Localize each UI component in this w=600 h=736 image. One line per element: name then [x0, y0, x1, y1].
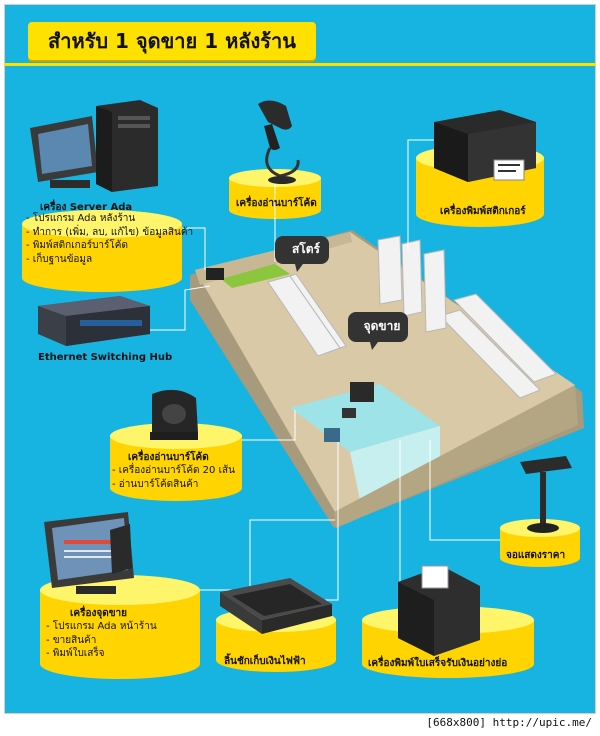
footer [0, 714, 600, 736]
omni-bullet-2: - อ่านบาร์โค้ดสินค้า [112, 478, 199, 490]
pos-bullet-1: - โปรแกรม Ada หน้าร้าน [46, 621, 157, 632]
server-pedestal-cap [22, 210, 182, 238]
omni-bullet-1: - เครื่องอ่านบาร์โค้ด 20 เส้น [112, 465, 235, 476]
pos-terminal-icon [44, 512, 134, 594]
label-printer-icon [434, 110, 536, 182]
display-pedestal [500, 528, 580, 567]
pos-terminal-label: เครื่องจุดขาย [70, 608, 128, 619]
receipt-printer-label: เครื่องพิมพ์ใบเสร็จรับเงินอย่างย่อ [368, 658, 508, 669]
omni-scanner-icon [150, 389, 198, 440]
omni-reader-bullets: - เครื่องอ่านบาร์โค้ด 20 เส้น - อ่านบาร์… [112, 464, 235, 491]
server-bullet-1: - โปรแกรม Ada หลังร้าน [26, 213, 136, 224]
handheld-scanner-icon [258, 100, 300, 184]
title-banner [28, 22, 316, 60]
title-underline [4, 63, 596, 66]
pole-display-icon [520, 456, 572, 533]
omni-pedestal [110, 436, 242, 501]
floor-server-icon [206, 268, 224, 280]
server-label: เครื่อง Server Ada [40, 202, 133, 213]
cash-drawer-label: ลิ้นชักเก็บเงินไฟฟ้า [224, 656, 306, 667]
server-bullet-4: - เก็บฐานข้อมูล [26, 253, 93, 265]
price-display-label: จอแสดงราคา [506, 550, 566, 561]
floor-devices [206, 268, 374, 442]
omni-reader-label: เครื่องอ่านบาร์โค้ด [128, 452, 209, 463]
switch-hub-label: Ethernet Switching Hub [38, 352, 173, 363]
pos-bullet-2: - ขายสินค้า [46, 634, 97, 646]
credit-text: [668x800] http://upic.me/ [426, 716, 592, 729]
floor-pos-icon [350, 382, 374, 402]
server-computer-icon [30, 100, 158, 192]
shelves [267, 235, 557, 399]
server-pedestal [22, 224, 182, 292]
drawer-pedestal [216, 620, 336, 672]
store-room-label: สโตร์ [291, 242, 320, 256]
sticker-printer-label: เครื่องพิมพ์สติกเกอร์ [440, 206, 526, 217]
pos-callout [348, 312, 408, 350]
cash-drawer-icon [220, 578, 332, 634]
receipt-printer-icon [398, 565, 480, 656]
pos-bullet-3: - พิมพ์ใบเสร็จ [46, 648, 105, 659]
barcode-reader-top-label: เครื่องอ่านบาร์โค้ด [236, 198, 317, 209]
pos-terminal-bullets: - โปรแกรม Ada หน้าร้าน - ขายสินค้า - พิม… [46, 620, 157, 661]
server-bullet-3: - พิมพ์สติกเกอร์บาร์โค้ด [26, 240, 128, 251]
server-bullet-2: - ทำการ (เพิ่ม, ลบ, แก้ไข) ข้อมูลสินค้า [26, 226, 194, 238]
pos-pedestal [40, 590, 200, 679]
pos-room-label: จุดขาย [363, 319, 401, 333]
server-bullets: - โปรแกรม Ada หลังร้าน - ทำการ (เพิ่ม, ล… [26, 212, 193, 266]
network-switch-icon [38, 296, 150, 346]
page-title: สำหรับ 1 จุดขาย 1 หลังร้าน [48, 29, 296, 53]
store-callout [275, 236, 329, 272]
